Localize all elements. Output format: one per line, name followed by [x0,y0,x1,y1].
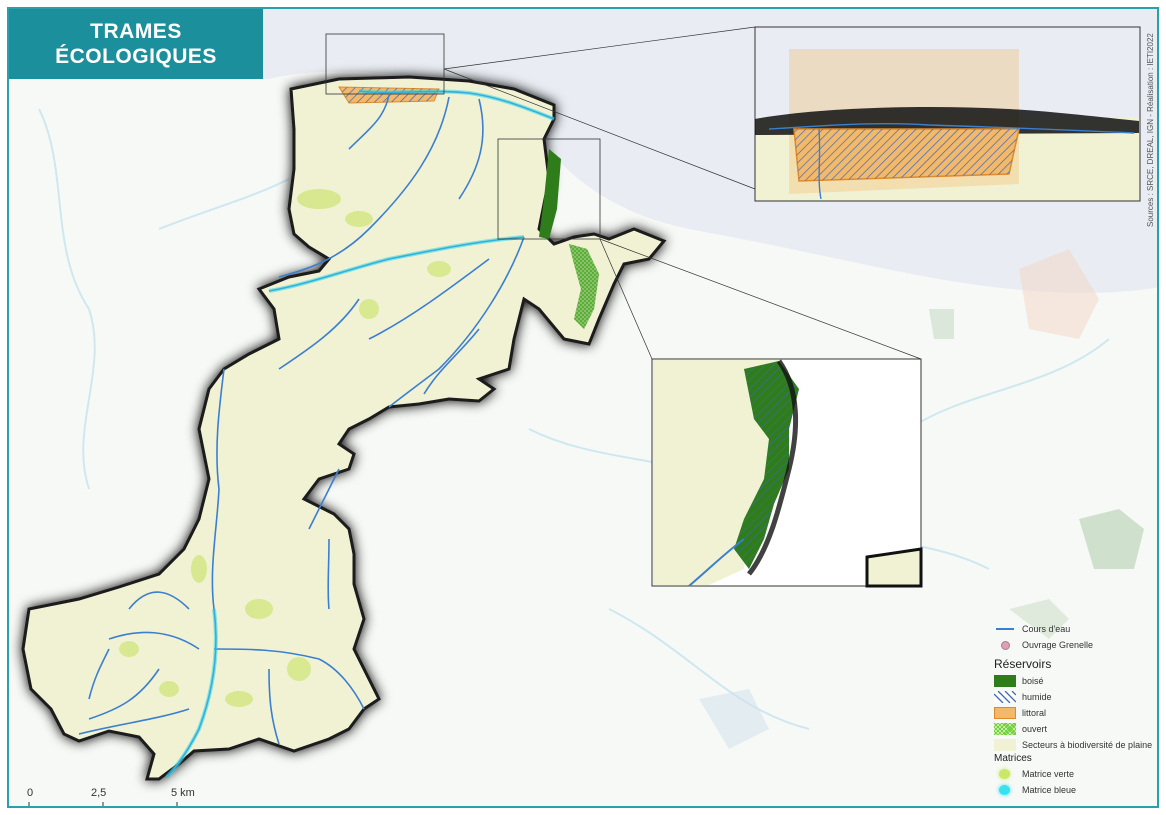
legend-matrices-heading: Matrices [994,753,1032,764]
background-patches [699,249,1144,749]
legend-matrice-verte: Matrice verte [994,766,1157,782]
map-canvas [9,9,1157,781]
matrice-verte-swatch-icon [994,768,1016,780]
legend-boise: boisé [994,673,1157,689]
river-line-icon [994,623,1016,635]
legend-matrice-bleue: Matrice bleue [994,782,1157,798]
title-line2: ÉCOLOGIQUES [55,45,217,68]
matrice-verte-patches [119,189,451,707]
scale-tick-1: 2,5 [91,787,107,799]
secteurs-swatch-icon [994,739,1016,751]
locator-box-east [497,138,601,240]
matrice-bleue [165,89,555,779]
legend-littoral: littoral [994,705,1157,721]
legend-ouvrage: Ouvrage Grenelle [994,637,1157,653]
map-frame: TRAMES ÉCOLOGIQUES Sources : SRCE, DREAL… [7,7,1159,808]
boise-swatch-icon [994,675,1016,687]
legend-reservoirs-heading: Réservoirs [994,657,1052,671]
legend-secteurs: Secteurs à biodiversité de plaine [994,737,1157,753]
sources-text: Sources : SRCE, DREAL, IGN - Réalisation… [1146,33,1155,227]
legend-cours-eau: Cours d'eau [994,621,1157,637]
scale-bar: 0 2,5 5 km [27,787,227,806]
legend: Cours d'eau Ouvrage Grenelle Réservoirs … [993,621,1157,798]
scale-tick-0: 0 [27,787,34,799]
inset-top [754,26,1141,202]
legend-humide: humide [993,689,1157,705]
territory [21,75,667,781]
legend-ouvert: ouvert [993,721,1157,737]
locator-box-north [325,33,445,95]
matrice-bleue-swatch-icon [994,784,1016,796]
ouvert-swatch-icon [993,722,1017,736]
map-title: TRAMES ÉCOLOGIQUES [9,9,263,79]
boise-strip [539,149,561,239]
littoral-swatch-icon [994,707,1016,719]
dot-icon [994,639,1016,651]
sources-credit: Sources : SRCE, DREAL, IGN - Réalisation… [1145,33,1157,227]
inset-bottom [651,358,923,588]
scale-tick-2: 5 km [171,787,195,799]
title-line1: TRAMES [90,20,182,43]
humide-swatch-icon [993,690,1017,704]
